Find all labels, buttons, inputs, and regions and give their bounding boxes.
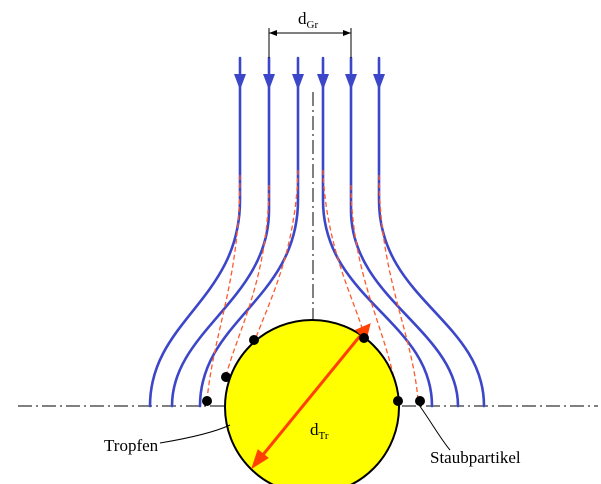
water-drop [224,319,400,484]
particle-trajectories [206,169,419,401]
dust-particle-6 [415,396,425,406]
arrowhead-5 [345,74,357,90]
gap-width-dimension: dGr [268,9,352,58]
arrowhead-1 [234,74,246,90]
arrowhead-6 [373,74,385,90]
drop-diameter-label: dTr [310,420,329,442]
arrowhead-3 [292,74,304,90]
dust-particles [202,333,425,406]
trajectory-3 [254,169,299,341]
particle-leader-line [418,404,451,451]
trajectory-2 [225,184,270,377]
dust-particle-1 [202,396,212,406]
streamline-4 [321,56,434,408]
streamline-2 [170,56,271,408]
trajectory-1 [206,174,241,401]
streamline-1 [148,56,242,408]
trajectory-4 [322,169,366,339]
arrowhead-2 [263,74,275,90]
dust-particle-2 [221,372,231,382]
drop-label: Tropfen [104,436,159,455]
dust-particle-5 [393,396,403,406]
dust-particle-4 [359,333,369,343]
dust-particle-label: Staubpartikel [430,448,521,467]
gap-width-label: dGr [298,9,318,31]
streamline-5 [349,56,460,408]
streamline-6 [377,56,486,408]
streamline-3 [198,56,300,408]
dust-particle-3 [249,335,259,345]
trajectory-6 [378,174,419,401]
drop-leader-line [159,424,231,444]
streamline-arrowheads [234,74,385,90]
arrowhead-4 [317,74,329,90]
